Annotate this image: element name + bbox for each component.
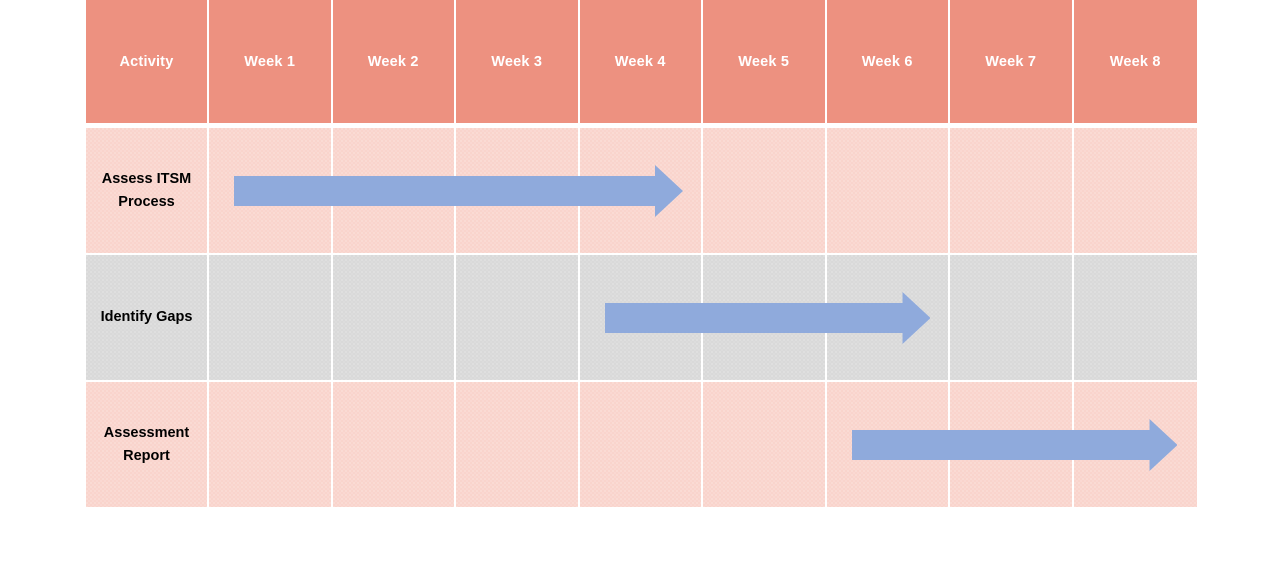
timeline-cell-week-7 [950,382,1074,507]
header-label-week-4: Week 4 [614,53,666,70]
timeline-cell-week-4 [579,128,703,253]
timeline-cell-week-8 [1073,382,1197,507]
timeline-cell-week-1 [209,382,333,507]
activity-label: Assess ITSM Process [101,171,192,210]
header-cell-week-8: Week 8 [1073,0,1197,123]
timeline-cell-week-3 [456,128,580,253]
header-label-week-3: Week 3 [491,53,543,70]
header-cell-week-3: Week 3 [456,0,580,123]
header-cell-week-5: Week 5 [703,0,827,123]
timeline-cell-week-8 [1073,255,1197,380]
header-cell-week-6: Week 6 [826,0,950,123]
header-cell-week-2: Week 2 [332,0,456,123]
table-row: Assess ITSM Process [86,128,1198,253]
header-label-week-5: Week 5 [738,53,790,70]
table-row: Assessment Report [86,382,1198,507]
timeline-cell-week-5 [703,128,827,253]
header-label-week-6: Week 6 [861,53,913,70]
timeline-cell-week-8 [1073,128,1197,253]
header-cell-activity: Activity [86,0,209,123]
timeline-cell-week-4 [579,382,703,507]
timeline-cell-week-2 [332,255,456,380]
timeline-cell-week-1 [209,255,333,380]
header-cell-week-7: Week 7 [950,0,1074,123]
activity-cell: Assessment Report [86,382,209,507]
timeline-cell-week-5 [703,255,827,380]
activity-cell: Assess ITSM Process [86,128,209,253]
timeline-cell-week-4 [579,255,703,380]
header-label-week-7: Week 7 [985,53,1037,70]
timeline-cell-week-2 [332,382,456,507]
activity-cell: Identify Gaps [86,255,209,380]
timeline-cell-week-5 [703,382,827,507]
table-row: Identify Gaps [86,255,1198,380]
timeline-cell-week-3 [456,382,580,507]
header-label-activity: Activity [119,53,174,70]
timeline-cell-week-6 [826,128,950,253]
activity-label: Identify Gaps [100,309,193,326]
header-label-week-2: Week 2 [367,53,419,70]
header-cell-week-4: Week 4 [579,0,703,123]
timeline-cell-week-7 [950,128,1074,253]
timeline-cell-week-2 [332,128,456,253]
activity-label: Assessment Report [103,425,190,464]
timeline-cell-week-3 [456,255,580,380]
timeline-cell-week-1 [209,128,333,253]
timeline-cell-week-6 [826,255,950,380]
timeline-cell-week-7 [950,255,1074,380]
header-cell-week-1: Week 1 [209,0,333,123]
gantt-header-row: Activity Week 1 Week 2 Week 3 Week 4 Wee… [86,0,1198,123]
gantt-table: Activity Week 1 Week 2 Week 3 Week 4 Wee… [86,0,1198,507]
header-label-week-1: Week 1 [244,53,296,70]
header-label-week-8: Week 8 [1109,53,1161,70]
timeline-cell-week-6 [826,382,950,507]
